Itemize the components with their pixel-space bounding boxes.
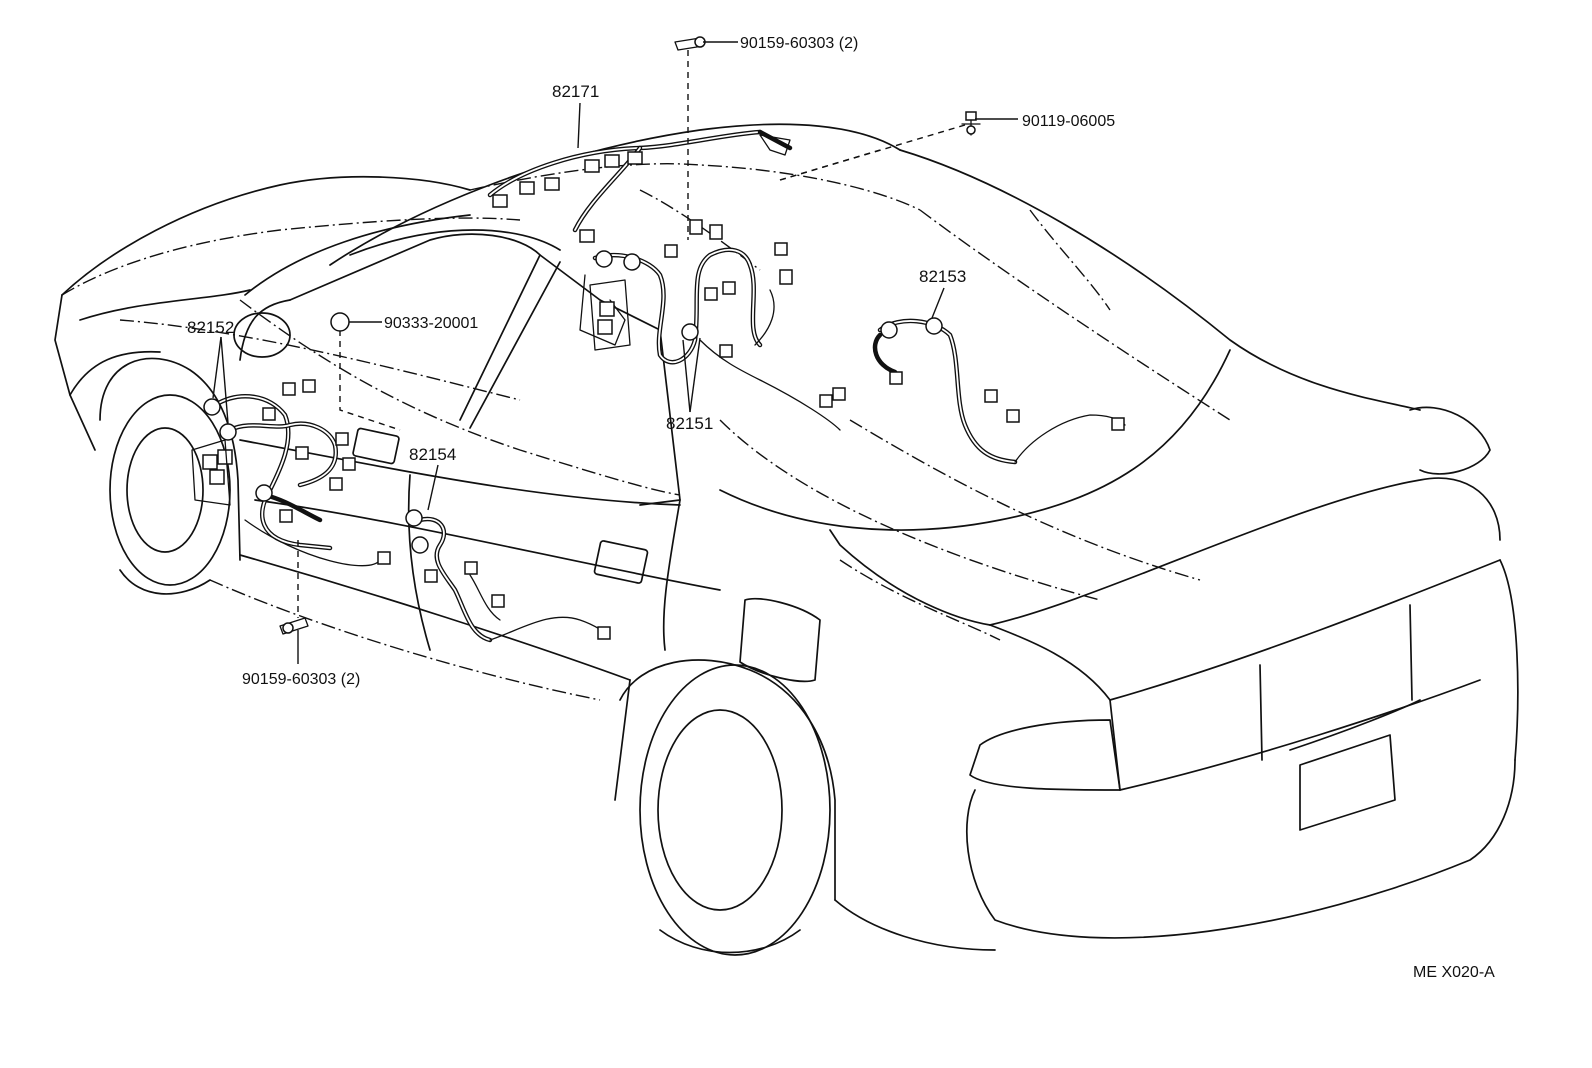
clip-roof-icon xyxy=(961,111,981,136)
label-clip-roof: 90119-06005 xyxy=(1022,113,1115,130)
front-door-harness-82152 xyxy=(212,394,381,567)
label-82152: 82152 xyxy=(187,318,234,337)
leader-lines xyxy=(212,41,1018,664)
label-82171: 82171 xyxy=(552,82,599,101)
label-82154: 82154 xyxy=(409,445,456,464)
phantom-lines xyxy=(61,163,1231,701)
label-bolt-top: 90159-60303 (2) xyxy=(740,35,858,52)
bolt-bottom-icon xyxy=(279,617,309,635)
junction-connectors xyxy=(191,250,943,554)
rear-harness-82153 xyxy=(872,318,1126,465)
rear-door-harness-82154 xyxy=(417,516,606,643)
center-harness-82151 xyxy=(579,247,841,431)
connectors xyxy=(202,134,1125,640)
roof-harness-82171 xyxy=(487,129,793,233)
bolt-top-icon xyxy=(674,36,706,51)
diagram-code: ME X020-A xyxy=(1413,964,1495,981)
label-82153: 82153 xyxy=(919,267,966,286)
label-bolt-bottom: 90159-60303 (2) xyxy=(242,671,360,688)
part-labels: 90159-60303 (2) 82171 90119-06005 82153 … xyxy=(187,35,1495,981)
car-body xyxy=(54,123,1519,956)
label-grommet: 90333-20001 xyxy=(384,315,478,332)
install-lines xyxy=(297,50,966,618)
label-82151: 82151 xyxy=(666,414,713,433)
grommet-icon xyxy=(330,312,350,332)
